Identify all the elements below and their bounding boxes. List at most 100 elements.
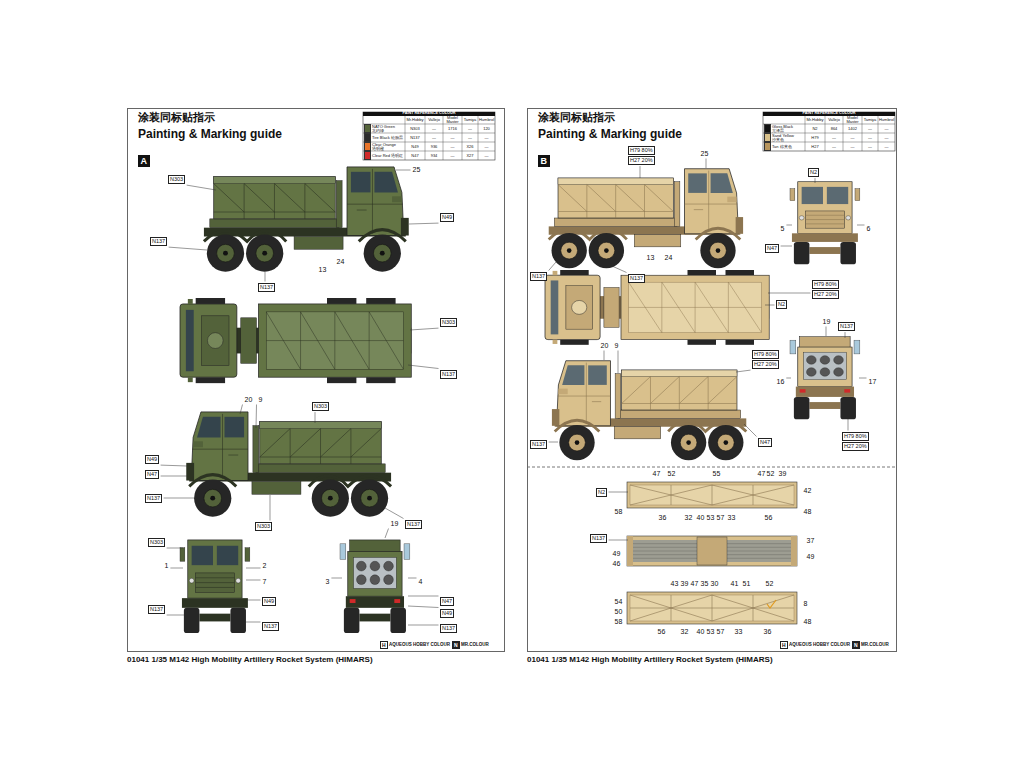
callout-number: 9 bbox=[614, 342, 619, 349]
leader-line bbox=[167, 615, 185, 616]
vehicle-illustrations bbox=[180, 167, 897, 633]
callout-number: 16 bbox=[776, 378, 785, 385]
table-cell: 864 bbox=[825, 124, 843, 133]
callout-number: 19 bbox=[822, 318, 831, 325]
table-cell: — bbox=[425, 133, 443, 142]
front-view bbox=[180, 540, 250, 633]
table-cell: — bbox=[862, 142, 878, 151]
paint-code: N303 bbox=[168, 175, 185, 184]
callout-number: 53 bbox=[706, 628, 715, 635]
leader-line bbox=[765, 305, 775, 306]
colour-name: Clear Red 透明红 bbox=[372, 154, 406, 158]
callout-number: 17 bbox=[868, 378, 877, 385]
table-cell: N47 bbox=[405, 151, 425, 160]
leader-line bbox=[706, 159, 707, 169]
table-cell: N2 bbox=[805, 124, 825, 133]
key-text: MR.COLOUR bbox=[861, 642, 889, 647]
leader-line bbox=[408, 596, 439, 597]
leader-line bbox=[857, 225, 865, 226]
callout-number: 55 bbox=[712, 470, 721, 477]
callout-number: 9 bbox=[258, 396, 263, 403]
scheme-tag: B bbox=[538, 155, 550, 167]
callout-number: 46 bbox=[612, 560, 621, 567]
table-cell: 936 bbox=[425, 142, 443, 151]
callout-number: 24 bbox=[664, 254, 673, 261]
colour-swatch bbox=[764, 142, 771, 151]
paint-code: N49 bbox=[440, 609, 454, 618]
paint-code: N137 bbox=[440, 370, 457, 379]
leader-line bbox=[609, 492, 628, 493]
leader-line bbox=[408, 365, 439, 369]
leader-line bbox=[385, 529, 389, 539]
callout-number: 57 bbox=[716, 628, 725, 635]
colour-swatch bbox=[364, 142, 371, 151]
paint-code: N47 bbox=[765, 244, 779, 253]
front-view bbox=[790, 182, 860, 265]
leader-lines bbox=[161, 159, 867, 626]
colour-name: Clear Orange 透明橙 bbox=[372, 143, 406, 151]
callout-number: 13 bbox=[646, 254, 655, 261]
callout-number: 36 bbox=[658, 514, 667, 521]
callout-number: 20 bbox=[244, 396, 253, 403]
callout-number: 24 bbox=[336, 258, 345, 265]
table-cell: Humbrol bbox=[878, 116, 895, 124]
callout-number: 13 bbox=[318, 266, 327, 273]
key-text: MR.COLOUR bbox=[461, 642, 489, 647]
leader-line bbox=[768, 293, 811, 294]
callout-number: 32 bbox=[680, 628, 689, 635]
callout-number: 40 bbox=[696, 628, 705, 635]
leader-line bbox=[246, 568, 261, 569]
table-cell: N303 bbox=[405, 124, 425, 133]
leader-line bbox=[408, 606, 439, 608]
table-cell: X26 bbox=[462, 142, 478, 151]
leader-line bbox=[786, 378, 791, 379]
paint-code: N2 bbox=[596, 488, 607, 497]
callout-number: 57 bbox=[716, 514, 725, 521]
leader-line bbox=[848, 419, 849, 431]
colour-name: Gloss Black 光泽黑 bbox=[772, 125, 806, 133]
side-view-left bbox=[552, 361, 746, 461]
callout-number: 32 bbox=[684, 514, 693, 521]
table-cell: — bbox=[843, 133, 862, 142]
guide-page: 涂装同标贴指示Painting & Marking guideB bbox=[527, 108, 897, 652]
paint-code: H79 80% bbox=[752, 350, 779, 359]
leader-line bbox=[781, 246, 792, 247]
scheme-tag: A bbox=[138, 155, 150, 167]
callout-number: 51 bbox=[742, 580, 751, 587]
leader-line bbox=[410, 328, 439, 330]
leader-line bbox=[169, 247, 207, 250]
leader-line bbox=[331, 578, 342, 579]
page-heading: Painting & Marking guide bbox=[138, 128, 282, 140]
table-cell: — bbox=[425, 124, 443, 133]
leader-line bbox=[826, 327, 827, 337]
colour-key: H bbox=[380, 641, 388, 649]
paint-code: N137 bbox=[148, 605, 165, 614]
callout-number: 37 bbox=[806, 537, 815, 544]
paint-row: Clear Orange 透明橙 bbox=[364, 142, 406, 151]
colour-key: H bbox=[780, 641, 788, 649]
paint-code: H79 80% bbox=[842, 432, 869, 441]
key-text: AQUEOUS HOBBY COLOUR bbox=[789, 642, 850, 647]
paint-code: H27 20% bbox=[752, 360, 779, 369]
leader-line bbox=[265, 272, 266, 282]
paint-code: N303 bbox=[148, 538, 165, 547]
callout-number: 35 bbox=[700, 580, 709, 587]
callout-number: 40 bbox=[696, 514, 705, 521]
table-cell: — bbox=[478, 133, 495, 142]
colour-key: N bbox=[452, 641, 460, 649]
leader-line bbox=[270, 495, 271, 521]
paint-code: N47 bbox=[758, 438, 772, 447]
leader-line bbox=[549, 262, 556, 271]
paint-code: N137 bbox=[440, 624, 457, 633]
table-cell: H79 bbox=[805, 133, 825, 142]
paint-row: Sand Yellow 沙黄色 bbox=[764, 133, 806, 142]
table-title: PAINT REFERENCE COLOUR bbox=[763, 112, 895, 116]
page-heading: Painting & Marking guide bbox=[538, 128, 682, 140]
callout-number: 56 bbox=[764, 514, 773, 521]
paint-code: N137 bbox=[150, 237, 167, 246]
guide-page: 涂装同标贴指示Painting & Marking guideA bbox=[127, 108, 505, 652]
callout-number: 52 bbox=[765, 580, 774, 587]
callout-number: 39 bbox=[778, 470, 787, 477]
footer-caption: 01041 1/35 M142 High Mobility Artillery … bbox=[527, 656, 773, 664]
table-cell: Vallejo bbox=[425, 116, 443, 124]
